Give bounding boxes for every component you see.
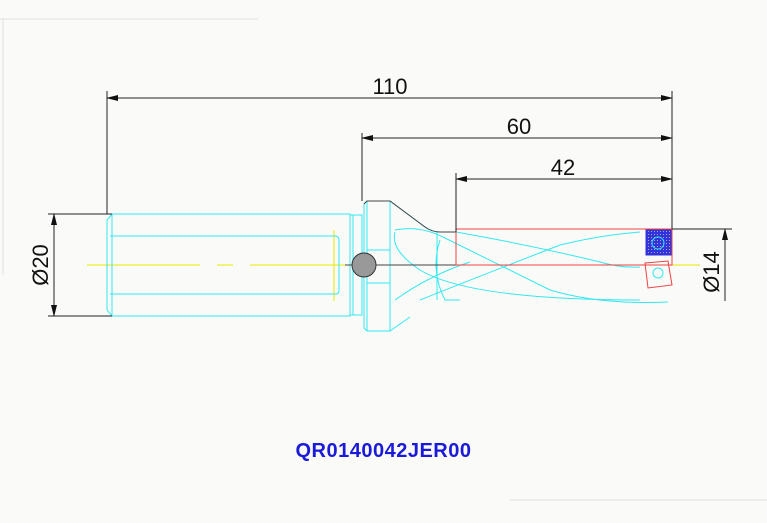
dim-shank-diameter: Ø20 xyxy=(28,244,53,286)
dim-drill-depth: 42 xyxy=(551,155,575,180)
dim-drill-diameter: Ø14 xyxy=(699,251,724,293)
dim-overall-length: 110 xyxy=(372,74,407,99)
frame-lines xyxy=(0,18,767,501)
dim-body-length: 60 xyxy=(507,114,531,139)
insert-screw-icon-2 xyxy=(652,267,664,279)
drill-depth-edge xyxy=(455,228,673,266)
insert-screw-icon xyxy=(651,236,665,250)
insert-periphery xyxy=(644,260,673,289)
insert-center xyxy=(645,229,672,256)
coolant-hole xyxy=(351,252,377,278)
dimension-lines xyxy=(48,91,732,317)
part-number: QR0140042JER00 xyxy=(295,440,472,462)
drill-head xyxy=(363,200,669,332)
